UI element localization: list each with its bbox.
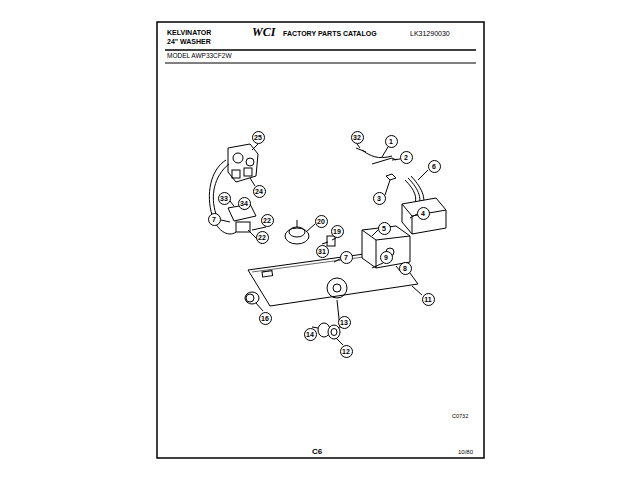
callout-number: 11	[422, 293, 435, 306]
callout-number: 24	[253, 185, 266, 198]
callout-number: 13	[338, 316, 351, 329]
callout-number: 12	[340, 345, 353, 358]
catalog-number: LK31290030	[410, 30, 450, 37]
callout-number: 33	[218, 192, 231, 205]
logo-text: WCI	[252, 26, 275, 38]
callout-number: 2	[400, 151, 413, 164]
page-number: C6	[312, 448, 322, 456]
callout-number: 16	[259, 312, 272, 325]
brand-name: KELVINATOR	[167, 29, 211, 36]
date-code: 10/80	[458, 449, 473, 455]
drawing-number: C0732	[452, 414, 468, 420]
callout-number: 5	[378, 222, 391, 235]
callout-number: 3	[373, 192, 386, 205]
callout-number: 9	[380, 251, 393, 264]
callout-number: 25	[252, 131, 265, 144]
callout-number: 31	[316, 245, 329, 258]
callout-number: 8	[399, 262, 412, 275]
callout-number: 7	[208, 213, 221, 226]
callout-number: 34	[238, 197, 251, 210]
callout-number: 7	[340, 251, 353, 264]
callout-number: 32	[351, 131, 364, 144]
catalog-title: FACTORY PARTS CATALOG	[283, 30, 377, 37]
product-name: 24" WASHER	[167, 38, 211, 45]
callout-number: 1	[385, 135, 398, 148]
callout-number: 19	[331, 225, 344, 238]
callout-number: 14	[304, 328, 317, 341]
callout-number: 4	[417, 207, 430, 220]
callout-number: 22	[261, 214, 274, 227]
callout-number: 22	[256, 231, 269, 244]
callout-number: 6	[428, 160, 441, 173]
callout-number: 20	[315, 215, 328, 228]
model-number: MODEL AWP33CF2W	[167, 53, 232, 60]
